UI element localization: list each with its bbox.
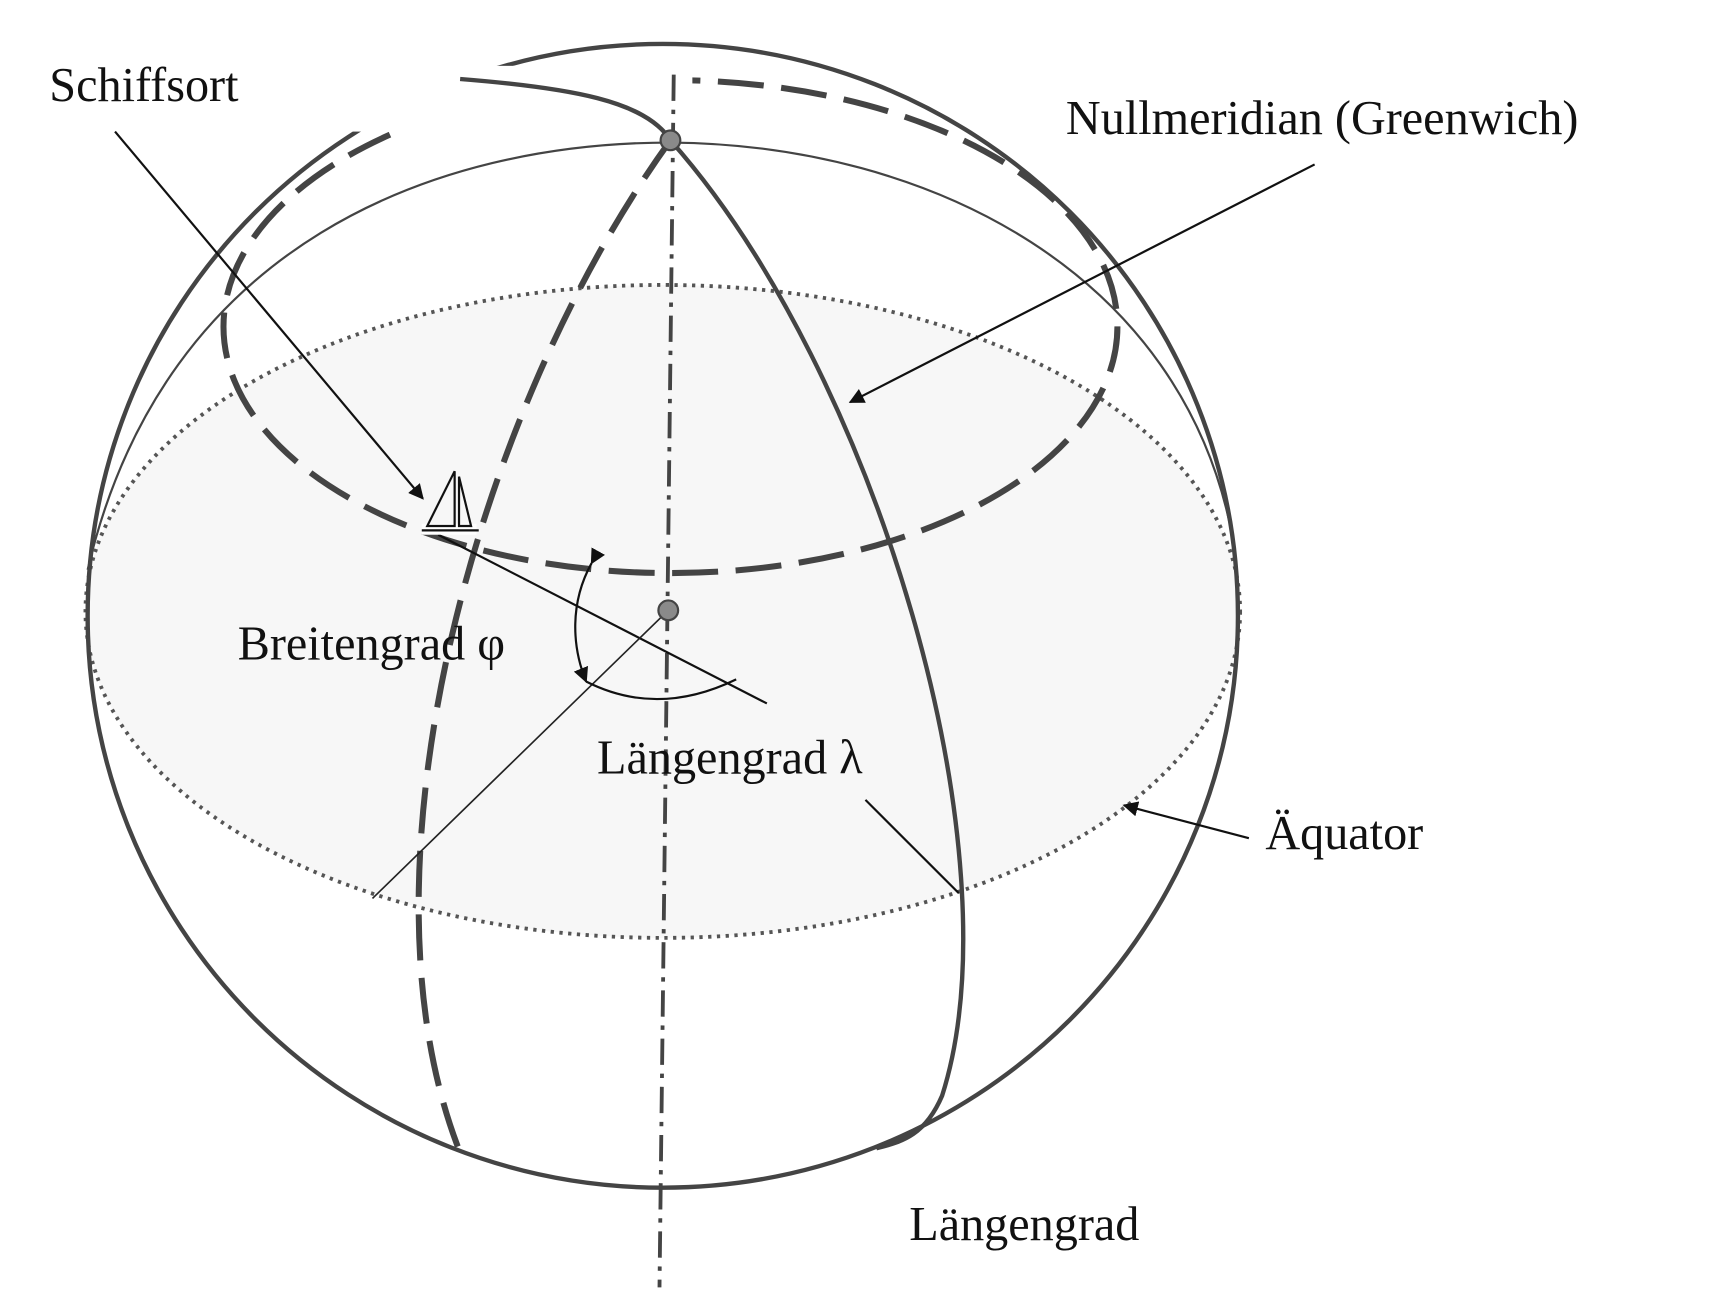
earth-axis [657,74,676,1288]
sailboat-icon [421,470,479,535]
latitude-angle-arc [573,547,605,683]
radius-to-meridian [371,609,669,900]
latitude-mask [287,65,693,132]
earth-center-point [657,599,680,622]
back-meridian-top [459,76,673,142]
label-prime-meridian: Nullmeridian (Greenwich) [1066,92,1578,145]
ship-position-leader [114,130,424,500]
longitude-angle-arc [585,678,737,701]
label-longitude-angle: Längengrad λ [597,732,863,785]
north-pole-point [659,129,682,152]
equator-leader [1122,801,1250,840]
prime-meridian [668,138,966,1151]
label-longitude: Längengrad [909,1198,1139,1251]
sphere-outline [85,41,1241,1190]
label-ship-position: Schiffsort [49,59,239,112]
label-equator: Äquator [1265,807,1423,860]
ship-meridian [415,138,673,1154]
prime-meridian-leader [848,163,1316,404]
label-latitude: Breitengrad φ [238,618,505,671]
longitude-label-leader [864,799,960,894]
